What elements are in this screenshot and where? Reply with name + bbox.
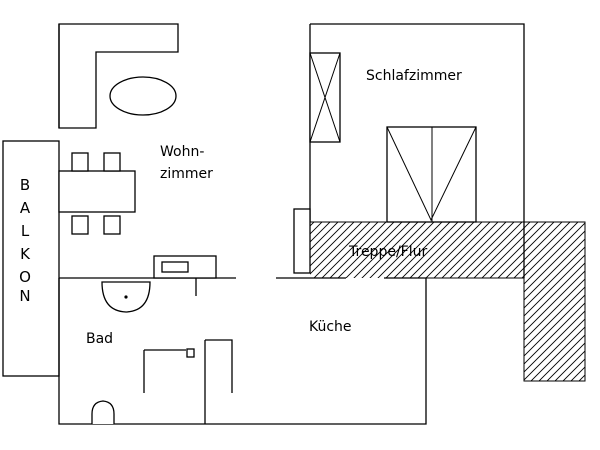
- balkon-letter: A: [20, 199, 31, 217]
- balkon-label: B A L K O N: [19, 176, 31, 305]
- balcony: [2, 140, 60, 377]
- room-label-schlafzimmer: Schlafzimmer: [366, 68, 462, 84]
- balkon-letter: N: [19, 287, 30, 305]
- small-fixture: [186, 348, 195, 358]
- toilet: [91, 400, 115, 424]
- balkon-letter: O: [19, 268, 31, 286]
- room-label-bad: Bad: [86, 331, 113, 347]
- sideboard: [153, 255, 217, 279]
- wall-shelf: [293, 208, 311, 274]
- coffee-table: [109, 76, 177, 116]
- room-label-treppe-flur: Treppe/Flur: [348, 244, 427, 260]
- balkon-letter: B: [20, 176, 30, 194]
- room-label-kueche: Küche: [309, 319, 352, 335]
- balkon-letter: L: [21, 222, 30, 240]
- balkon-letter: K: [20, 245, 31, 263]
- wardrobe-large: [386, 126, 477, 223]
- room-label-wohnzimmer-line2: zimmer: [160, 166, 213, 182]
- wardrobe-small: [309, 52, 341, 143]
- room-label-wohnzimmer-line1: Wohn-: [160, 144, 204, 160]
- dining-table: [58, 152, 136, 235]
- stair-hatch: [310, 221, 586, 382]
- washbasin: [101, 281, 151, 313]
